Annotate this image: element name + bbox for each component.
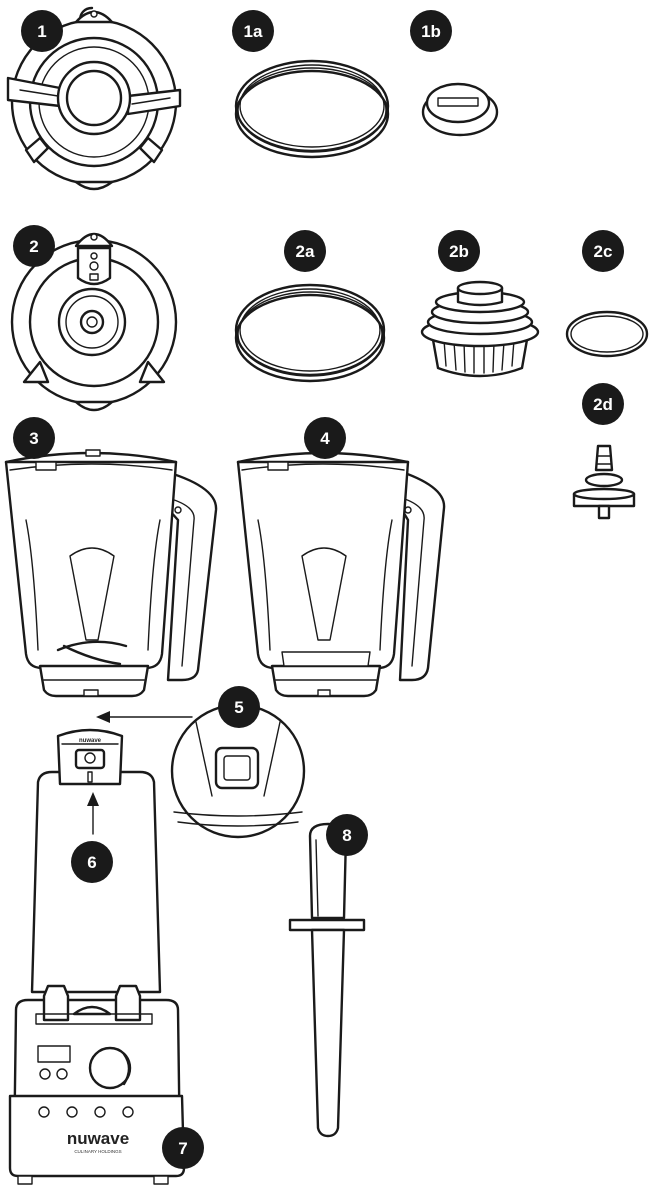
part-1b-label: 1b [421, 22, 441, 41]
valve-cap-illustration [420, 280, 540, 378]
o-ring-illustration [565, 310, 649, 358]
part-2b-label: 2b [449, 242, 469, 261]
base-brand-name: nuwave [67, 1129, 129, 1148]
part-1b-badge: 1b [410, 10, 452, 52]
vacuum-pitcher-illustration [236, 451, 446, 698]
part-2d-badge: 2d [582, 383, 624, 425]
lid-cap-illustration [421, 82, 499, 137]
badge-bg [232, 10, 274, 52]
part-8-label: 8 [342, 826, 351, 845]
part-1a-badge: 1a [232, 10, 274, 52]
part-3-label: 3 [29, 429, 38, 448]
part-1a-label: 1a [244, 22, 263, 41]
part-2d-label: 2d [593, 395, 613, 414]
part-2-label: 2 [29, 237, 38, 256]
part-6-label: 6 [87, 853, 96, 872]
part-3-badge: 3 [13, 417, 55, 459]
part-5-label: 5 [234, 698, 243, 717]
part-4-label: 4 [320, 429, 330, 448]
lid-seal-illustration [234, 59, 390, 159]
blending-pitcher-illustration [4, 449, 218, 698]
part-2-badge: 2 [13, 225, 55, 267]
badge-bg [410, 10, 452, 52]
vacuum-seal-illustration [234, 283, 386, 383]
vacuum-lid-illustration [10, 232, 178, 412]
badge-bg [582, 383, 624, 425]
tamper-illustration [288, 822, 366, 1138]
motor-base-illustration: nuwave nuwave CULINARY HOLDINGS [8, 728, 186, 1185]
part-5-badge: 5 [218, 686, 260, 728]
badge-bg [162, 1127, 204, 1169]
part-1-label: 1 [37, 22, 46, 41]
badge-bg [326, 814, 368, 856]
part-2c-badge: 2c [582, 230, 624, 272]
part-2b-badge: 2b [438, 230, 480, 272]
part-1-badge: 1 [21, 10, 63, 52]
badge-bg [438, 230, 480, 272]
part-2a-badge: 2a [284, 230, 326, 272]
part-6-badge: 6 [71, 841, 113, 883]
part-2a-label: 2a [296, 242, 315, 261]
badge-bg [582, 230, 624, 272]
callout-arrow-6 [87, 792, 99, 835]
badge-bg [21, 10, 63, 52]
badge-bg [13, 225, 55, 267]
motor-head-brand: nuwave [79, 738, 102, 744]
part-4-badge: 4 [304, 417, 346, 459]
valve-stem-illustration [572, 444, 636, 520]
part-7-label: 7 [178, 1139, 187, 1158]
part-8-badge: 8 [326, 814, 368, 856]
badge-bg [284, 230, 326, 272]
vented-lid-illustration [6, 6, 182, 191]
badge-bg [71, 841, 113, 883]
badge-bg [218, 686, 260, 728]
base-brand-tagline: CULINARY HOLDINGS [74, 1149, 121, 1154]
badge-bg [304, 417, 346, 459]
part-2c-label: 2c [594, 242, 613, 261]
part-7-badge: 7 [162, 1127, 204, 1169]
callout-arrow-5 [96, 711, 193, 723]
badge-bg [13, 417, 55, 459]
